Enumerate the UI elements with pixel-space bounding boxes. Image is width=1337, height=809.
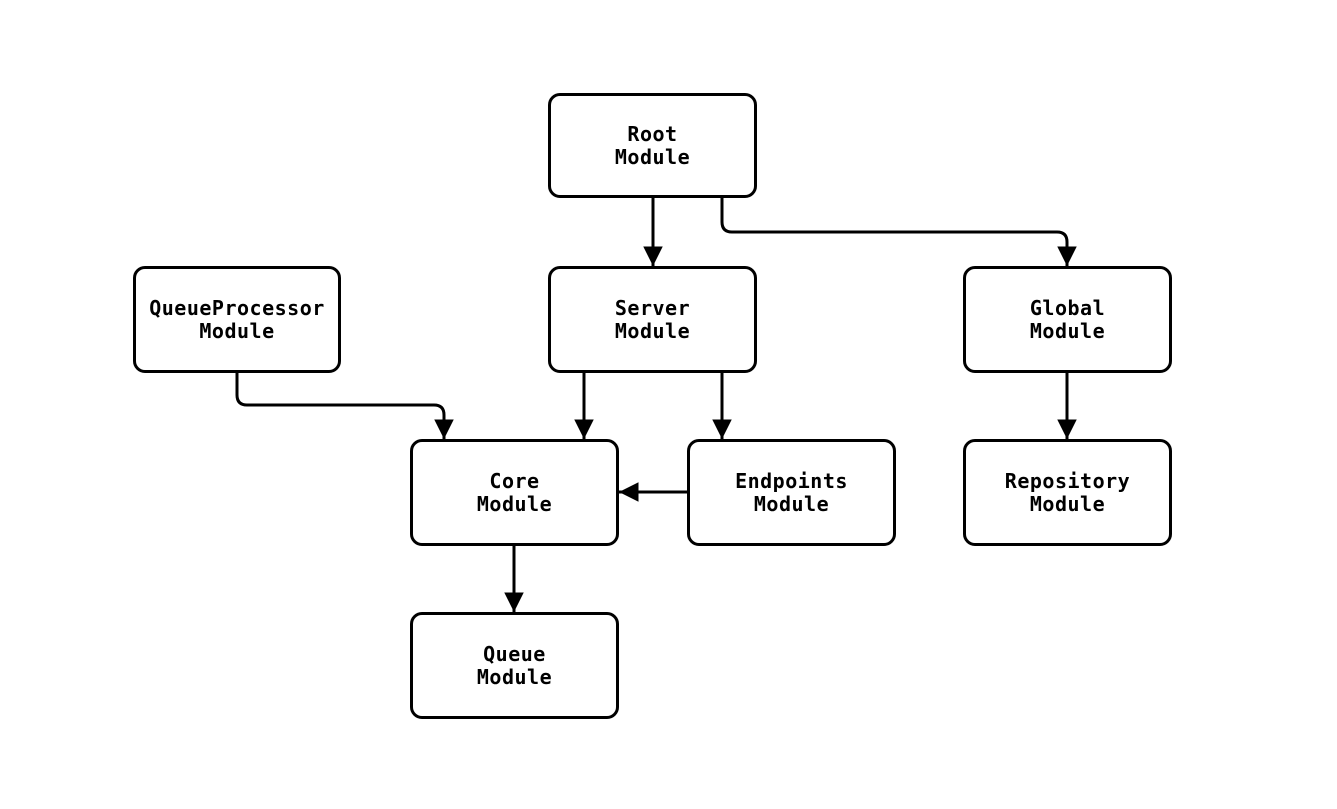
node-label-line: QueueProcessor (149, 295, 325, 320)
node-label-line: Module (1029, 318, 1106, 343)
node-label-line: Server (614, 295, 691, 320)
node-label-line: Core (489, 468, 540, 493)
node-label-line: Module (476, 664, 553, 689)
node-label-line: Module (614, 144, 691, 169)
node-label-line: Module (476, 491, 553, 516)
node-label-line: Global (1029, 295, 1106, 320)
edge-queueprocessor-module-to-core-module (235, 373, 454, 439)
node-label-line: Module (753, 491, 830, 516)
edge-root-module-to-global-module (720, 198, 1077, 266)
node-label-line: Root (627, 121, 678, 146)
node-label-line: Module (199, 318, 275, 343)
node-label-line: Queue (483, 641, 546, 666)
node-label-line: Repository (1004, 468, 1131, 493)
node-label-line: Module (614, 318, 691, 343)
node-label-line: Module (1029, 491, 1106, 516)
edges-group (235, 198, 1077, 612)
node-label-line: Endpoints (735, 468, 848, 493)
